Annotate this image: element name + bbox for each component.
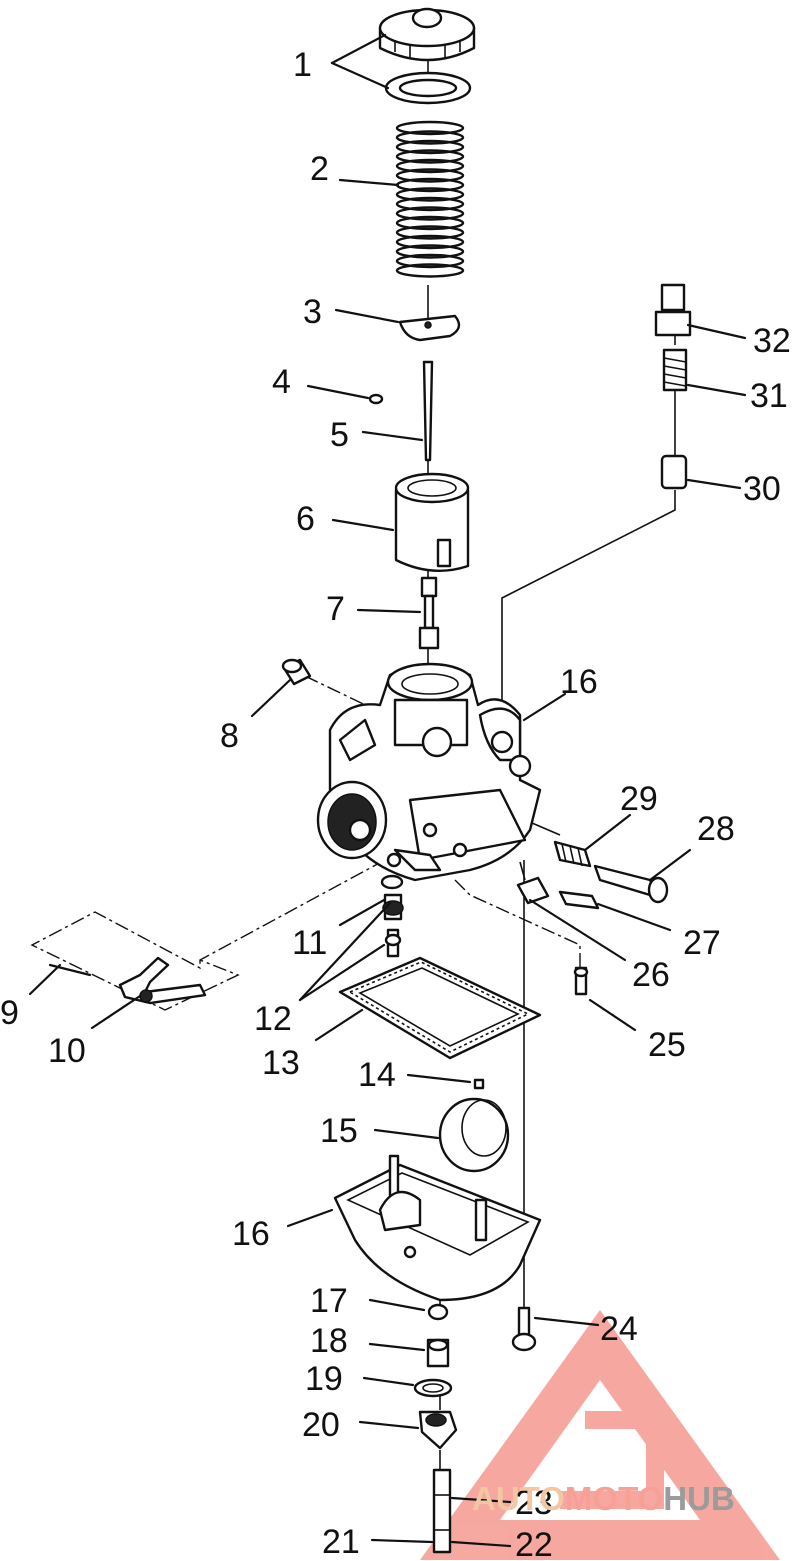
spring-coil [395, 187, 465, 202]
callout-22: 22 [515, 1526, 553, 1561]
watermark-auto: AUTO [472, 1480, 565, 1517]
part-24-screw [511, 1306, 537, 1352]
part-6-throttle-slide [394, 472, 470, 572]
part-19-o-ring [413, 1378, 453, 1398]
watermark-logo [420, 1310, 780, 1560]
part-12-main-jet [384, 928, 402, 958]
callout-26: 26 [632, 956, 670, 994]
spring-coil [395, 263, 465, 278]
part-21-23-tube [432, 1468, 452, 1554]
watermark-hub: HUB [663, 1480, 735, 1517]
part-18-nut [426, 1338, 450, 1368]
callout-16-bowl: 16 [232, 1215, 270, 1253]
callout-labels: 1 2 3 4 5 6 7 8 9 10 11 12 13 14 15 16 1… [0, 46, 791, 1561]
spring-coil [395, 139, 465, 155]
part-29-spring [553, 840, 592, 868]
callout-9: 9 [0, 994, 19, 1032]
part-20-drain-plug [418, 1410, 458, 1450]
carburetor-body [316, 662, 542, 882]
callout-10: 10 [48, 1032, 86, 1070]
part-3-plate [398, 314, 461, 342]
callout-18: 18 [310, 1322, 348, 1360]
callout-32: 32 [753, 322, 791, 360]
callout-6: 6 [296, 500, 315, 538]
part-11-pilot-jet [380, 874, 404, 921]
part-32-adjuster [654, 283, 692, 337]
watermark-text: AUTOMOTOHUB [472, 1480, 735, 1517]
callout-25: 25 [648, 1026, 686, 1064]
part-25-fitting [573, 966, 589, 996]
part-7-needle-jet [418, 576, 440, 650]
svg-text:AUTOMOTOHUB: AUTOMOTOHUB [472, 1480, 735, 1517]
spring-coil [395, 120, 465, 136]
part-5-jet-needle [422, 360, 434, 462]
callout-8: 8 [220, 717, 239, 755]
spring-coil [395, 168, 465, 183]
part-31-spring [662, 348, 688, 392]
part-16-float-bowl [333, 1154, 542, 1302]
callout-11: 11 [292, 924, 327, 962]
part-13-float-bowl-gasket [338, 956, 542, 1060]
callout-20: 20 [302, 1406, 340, 1444]
spring-coil [395, 225, 465, 240]
part-14-float-pin [473, 1078, 485, 1090]
callout-24: 24 [600, 1310, 638, 1348]
spring-coil [395, 158, 465, 174]
spring-coil [395, 196, 465, 212]
callout-28: 28 [697, 810, 735, 848]
callout-19: 19 [305, 1360, 343, 1398]
spring-coil [395, 130, 465, 145]
part-4-clip [368, 393, 384, 405]
callout-5: 5 [330, 416, 349, 454]
callout-23: 23 [515, 1484, 553, 1522]
part-8-plug [281, 658, 312, 686]
spring-coil [395, 234, 465, 250]
part-28-throttle-stop-screw [593, 864, 669, 904]
part-15-float [438, 1097, 510, 1173]
callout-21: 21 [322, 1523, 360, 1561]
part-17-washer [427, 1303, 449, 1321]
callout-12: 12 [254, 1000, 292, 1038]
callout-7: 7 [326, 590, 345, 628]
callout-29: 29 [620, 780, 658, 818]
spring-coil [395, 149, 465, 164]
callout-16-body: 16 [560, 663, 598, 701]
part-27-pilot-screw [558, 890, 600, 910]
callout-14: 14 [358, 1056, 396, 1094]
part-2-spring [395, 120, 465, 278]
spring-coil [395, 253, 465, 269]
part-1-cap [378, 7, 476, 105]
callout-leaders [28, 33, 747, 1548]
callout-2: 2 [310, 150, 329, 188]
spring-coil [395, 215, 465, 231]
callout-13: 13 [262, 1044, 300, 1082]
part-9-10-air-tube [48, 956, 207, 1005]
callout-15: 15 [320, 1112, 358, 1150]
callout-31: 31 [750, 377, 788, 415]
callout-27: 27 [683, 924, 721, 962]
spring-coil [395, 244, 465, 259]
callout-1: 1 [293, 46, 312, 84]
callout-4: 4 [272, 363, 291, 401]
part-30-cap [660, 454, 688, 490]
callout-3: 3 [303, 293, 322, 331]
callout-30: 30 [743, 470, 781, 508]
watermark-moto: MOTO [565, 1480, 663, 1517]
callout-17: 17 [310, 1282, 348, 1320]
part-26-spring [516, 876, 550, 905]
spring-coil [395, 206, 465, 221]
